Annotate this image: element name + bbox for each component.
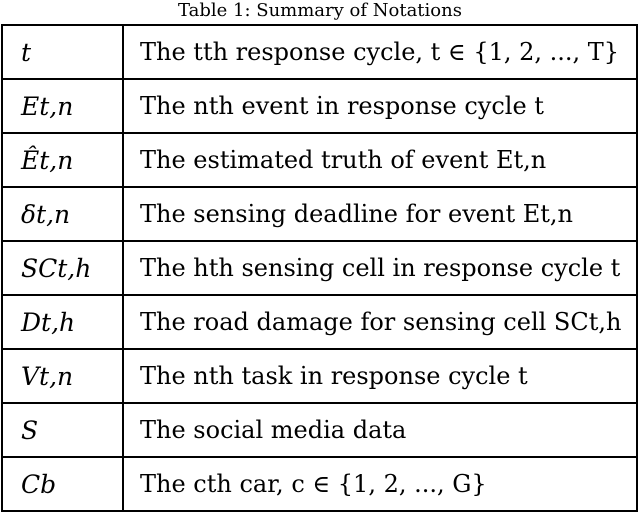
symbol-cell: Et,n [21,91,74,121]
description-cell: The sensing deadline for event Et,n [140,200,573,228]
table-row: SCt,h The hth sensing cell in response c… [1,240,638,296]
description-cell: The hth sensing cell in response cycle t [140,254,621,282]
symbol-cell: SCt,h [21,253,92,283]
table-caption: Table 1: Summary of Notations [178,0,462,21]
symbol-cell: S [21,415,39,445]
description-cell: The estimated truth of event Et,n [140,146,547,174]
symbol-cell: δt,n [21,199,71,229]
table-row: S The social media data [1,402,638,458]
symbol-cell: Êt,n [21,145,74,175]
notation-table: t The tth response cycle, t ∈ {1, 2, ...… [1,24,638,512]
table-row: Vt,n The nth task in response cycle t [1,348,638,404]
table-row: Êt,n The estimated truth of event Et,n [1,132,638,188]
table-row: Et,n The nth event in response cycle t [1,78,638,134]
description-cell: The social media data [140,416,407,444]
description-cell: The nth task in response cycle t [140,362,528,390]
table-row: Dt,h The road damage for sensing cell SC… [1,294,638,350]
description-cell: The tth response cycle, t ∈ {1, 2, ..., … [140,38,620,66]
table-row: δt,n The sensing deadline for event Et,n [1,186,638,242]
table-row: Cb The cth car, c ∈ {1, 2, ..., G} [1,456,638,512]
symbol-cell: Cb [21,469,57,499]
symbol-cell: Dt,h [21,307,76,337]
description-cell: The road damage for sensing cell SCt,h [140,308,622,336]
description-cell: The cth car, c ∈ {1, 2, ..., G} [140,470,487,498]
table-row: t The tth response cycle, t ∈ {1, 2, ...… [1,24,638,80]
description-cell: The nth event in response cycle t [140,92,544,120]
symbol-cell: Vt,n [21,361,74,391]
symbol-cell: t [21,37,32,67]
